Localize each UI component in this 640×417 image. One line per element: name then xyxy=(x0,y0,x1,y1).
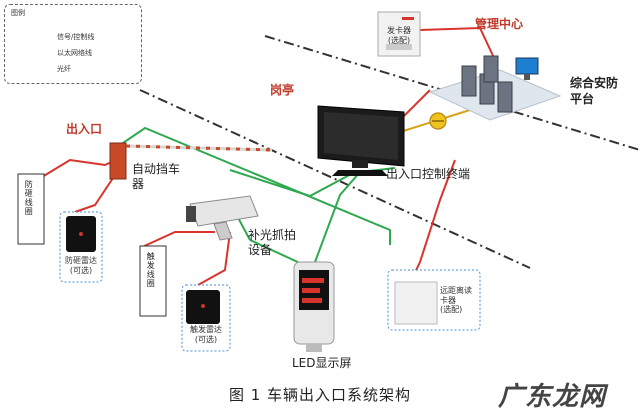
anti-smash-radar-label: 防砸雷达 (可选) xyxy=(60,256,102,275)
legend: 图例 信号/控制线 以太网络线 光纤 xyxy=(4,4,142,84)
zone-entrance: 出入口 xyxy=(66,122,103,136)
zone-booth: 岗亭 xyxy=(270,83,295,97)
card-dispenser-note: (选配) xyxy=(387,35,411,45)
remote-reader-label: 远距离读卡器 (选配) xyxy=(440,286,478,315)
camera-icon xyxy=(186,195,259,241)
anti-smash-radar-name: 防砸雷达 xyxy=(65,256,97,265)
terminal-label: 出入口控制终端 xyxy=(386,167,471,181)
trigger-radar-icon xyxy=(181,284,231,352)
legend-title: 图例 xyxy=(11,9,25,17)
light-capture-label: 补光抓拍设备 xyxy=(248,228,297,257)
platform-label: 综合安防平台 xyxy=(570,76,619,106)
card-dispenser-label: 发卡器 (选配) xyxy=(382,26,416,45)
anti-smash-radar-icon xyxy=(59,211,103,283)
zone-management: 管理中心 xyxy=(475,17,524,31)
anti-smash-radar-note: (可选) xyxy=(69,265,93,275)
led-screen-label: LED显示屏 xyxy=(292,356,352,370)
trigger-radar-label: 触发雷达 (可选) xyxy=(184,325,228,344)
card-dispenser-icon xyxy=(377,11,421,57)
remote-reader-note: (选配) xyxy=(440,305,463,315)
trigger-radar-name: 触发雷达 xyxy=(190,325,222,334)
legend-item-network: 以太网络线 xyxy=(57,49,92,57)
remote-reader-name: 远距离读卡器 xyxy=(440,286,472,305)
terminal-monitor-icon xyxy=(317,105,405,176)
trigger-radar-note: (可选) xyxy=(194,334,218,344)
trigger-coil-box xyxy=(139,245,167,317)
led-screen-icon xyxy=(293,261,335,352)
legend-item-fiber: 光纤 xyxy=(57,65,71,73)
barrier-label: 自动挡车器 xyxy=(132,162,181,191)
platform-server-icon xyxy=(428,55,562,121)
barrier-gate-icon xyxy=(109,142,273,180)
anti-smash-coil-label: 防砸线圈 xyxy=(24,180,34,216)
trigger-coil-label: 触发线圈 xyxy=(146,252,156,288)
legend-item-signal: 信号/控制线 xyxy=(57,33,95,41)
card-dispenser-name: 发卡器 xyxy=(387,26,411,35)
divider-booth xyxy=(139,89,531,269)
watermark-logo: 广东龙网 xyxy=(498,382,607,412)
remote-reader-icon xyxy=(387,269,481,331)
figure-caption: 图 1 车辆出入口系统架构 xyxy=(228,386,412,404)
anti-smash-coil-box xyxy=(17,173,45,245)
